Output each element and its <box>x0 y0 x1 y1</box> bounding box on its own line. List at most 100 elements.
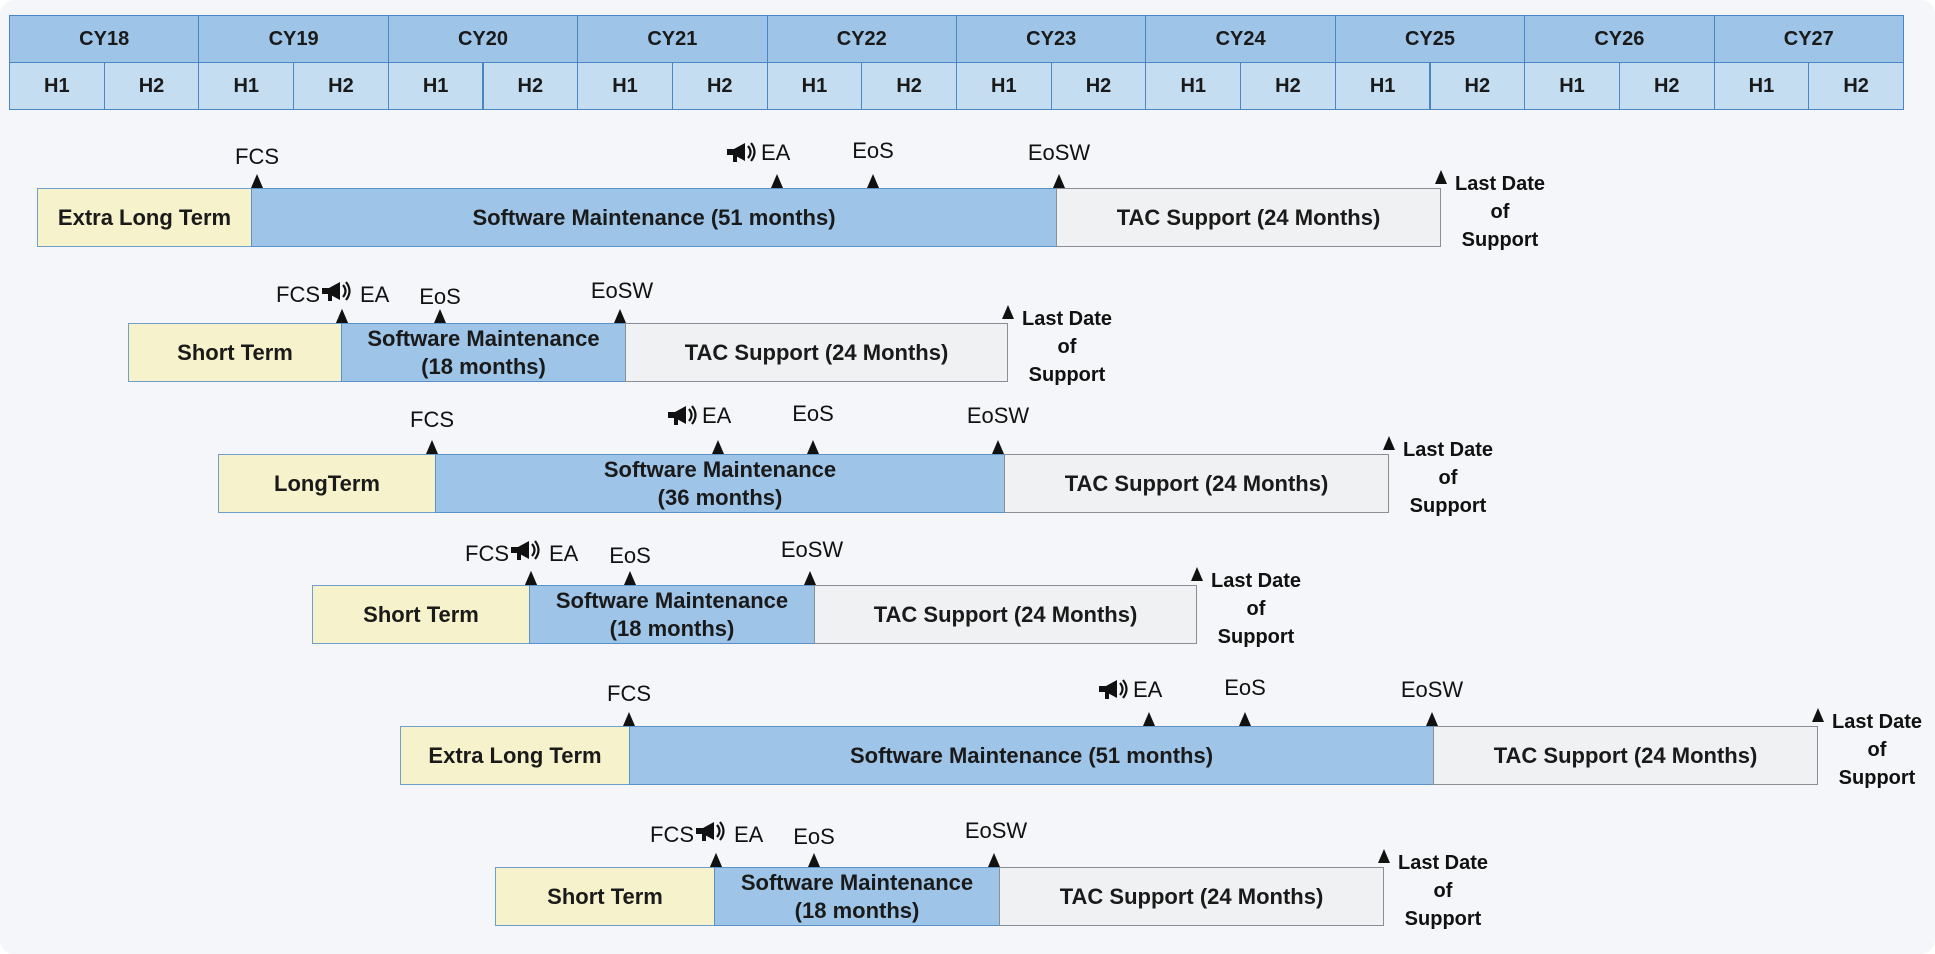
last-date-marker <box>1435 170 1447 184</box>
last-date-of-support-label: Last Date of Support <box>1210 570 1302 648</box>
eosw-label: EoSW <box>780 537 844 562</box>
last-date-marker <box>1383 436 1395 450</box>
half-year-header-cell: H1 <box>766 62 863 110</box>
half-year-header-cell: H1 <box>387 62 484 110</box>
year-header-cell: CY18 <box>9 15 200 63</box>
fcs-label: FCS <box>235 144 279 169</box>
half-year-header-cell: H2 <box>1429 62 1526 110</box>
milestone-marker <box>426 440 438 454</box>
megaphone-icon <box>666 403 698 429</box>
last-date-marker <box>1002 305 1014 319</box>
last-date-marker <box>1812 708 1824 722</box>
software-maintenance-segment: Software Maintenance (18 months) <box>529 585 815 644</box>
ea-label: EA <box>549 541 579 566</box>
half-year-header-cell: H2 <box>1050 62 1147 110</box>
tac-support-segment: TAC Support (24 Months) <box>625 323 1008 382</box>
half-year-header-cell: H2 <box>1808 62 1904 110</box>
last-date-of-support-label: Last Date of Support <box>1397 852 1489 930</box>
year-header-cell: CY26 <box>1524 15 1715 63</box>
ea-label: EA <box>702 403 732 428</box>
year-header-cell: CY25 <box>1334 15 1526 63</box>
eosw-label: EoSW <box>966 403 1030 428</box>
ea-label: EA <box>1133 677 1163 702</box>
release-type-label: Short Term <box>495 867 715 926</box>
half-year-header-cell: H2 <box>482 62 579 110</box>
milestone-marker <box>712 440 724 454</box>
tac-support-segment: TAC Support (24 Months) <box>1004 454 1389 513</box>
year-header-cell: CY20 <box>387 15 579 63</box>
year-header-cell: CY24 <box>1145 15 1336 63</box>
milestone-marker <box>807 440 819 454</box>
eos-label: EoS <box>419 284 461 309</box>
half-year-header-cell: H1 <box>577 62 673 110</box>
eosw-label: EoSW <box>1400 677 1464 702</box>
fcs-label: FCS <box>276 282 320 307</box>
tac-support-segment: TAC Support (24 Months) <box>1433 726 1818 785</box>
milestone-marker <box>251 174 263 188</box>
tac-support-segment: TAC Support (24 Months) <box>814 585 1197 644</box>
release-type-label: Extra Long Term <box>37 188 252 247</box>
megaphone-icon <box>1097 677 1129 703</box>
megaphone-icon <box>320 279 352 305</box>
year-header-cell: CY27 <box>1713 15 1904 63</box>
last-date-of-support-label: Last Date of Support <box>1831 711 1923 789</box>
year-header-cell: CY21 <box>577 15 768 63</box>
milestone-marker <box>434 309 446 323</box>
milestone-marker <box>1053 174 1065 188</box>
last-date-of-support-label: Last Date of Support <box>1454 173 1546 251</box>
milestone-marker <box>623 712 635 726</box>
fcs-label: FCS <box>410 407 454 432</box>
year-header-cell: CY19 <box>198 15 389 63</box>
milestone-marker <box>624 571 636 585</box>
half-year-header-cell: H1 <box>9 62 105 110</box>
half-year-header-cell: H2 <box>1618 62 1715 110</box>
software-maintenance-segment: Software Maintenance (18 months) <box>714 867 1000 926</box>
eos-label: EoS <box>793 824 835 849</box>
milestone-marker <box>1239 712 1251 726</box>
milestone-marker <box>710 853 722 867</box>
megaphone-icon <box>509 538 541 564</box>
ea-label: EA <box>734 822 764 847</box>
release-type-label: LongTerm <box>218 454 436 513</box>
software-maintenance-segment: Software Maintenance (51 months) <box>629 726 1434 785</box>
release-type-label: Short Term <box>128 323 342 382</box>
release-type-label: Extra Long Term <box>400 726 630 785</box>
half-year-header-cell: H1 <box>1524 62 1620 110</box>
half-year-header-cell: H1 <box>956 62 1052 110</box>
last-date-marker <box>1378 849 1390 863</box>
last-date-of-support-label: Last Date of Support <box>1402 439 1494 517</box>
eosw-label: EoSW <box>964 818 1028 843</box>
megaphone-icon <box>725 140 757 166</box>
eos-label: EoS <box>792 401 834 426</box>
milestone-marker <box>1426 712 1438 726</box>
milestone-marker <box>808 853 820 867</box>
fcs-label: FCS <box>607 681 651 706</box>
half-year-header-cell: H2 <box>103 62 200 110</box>
tac-support-segment: TAC Support (24 Months) <box>999 867 1384 926</box>
half-year-header-cell: H1 <box>1145 62 1242 110</box>
fcs-label: FCS <box>465 541 509 566</box>
software-maintenance-segment: Software Maintenance (18 months) <box>341 323 626 382</box>
milestone-marker <box>988 853 1000 867</box>
half-year-header-cell: H1 <box>198 62 295 110</box>
eos-label: EoS <box>852 138 894 163</box>
eosw-label: EoSW <box>590 278 654 303</box>
half-year-header-cell: H1 <box>1334 62 1431 110</box>
milestone-marker <box>992 440 1004 454</box>
eosw-label: EoSW <box>1027 140 1091 165</box>
half-year-header-cell: H2 <box>1240 62 1336 110</box>
milestone-marker <box>525 571 537 585</box>
eos-label: EoS <box>1224 675 1266 700</box>
software-maintenance-segment: Software Maintenance (51 months) <box>251 188 1057 247</box>
half-year-header-cell: H2 <box>293 62 389 110</box>
year-header-cell: CY23 <box>956 15 1147 63</box>
ea-label: EA <box>360 282 390 307</box>
half-year-header-cell: H2 <box>671 62 768 110</box>
milestone-marker <box>1143 712 1155 726</box>
release-type-label: Short Term <box>312 585 530 644</box>
milestone-marker <box>336 309 348 323</box>
milestone-marker <box>771 174 783 188</box>
ea-label: EA <box>761 140 791 165</box>
fcs-label: FCS <box>650 822 694 847</box>
